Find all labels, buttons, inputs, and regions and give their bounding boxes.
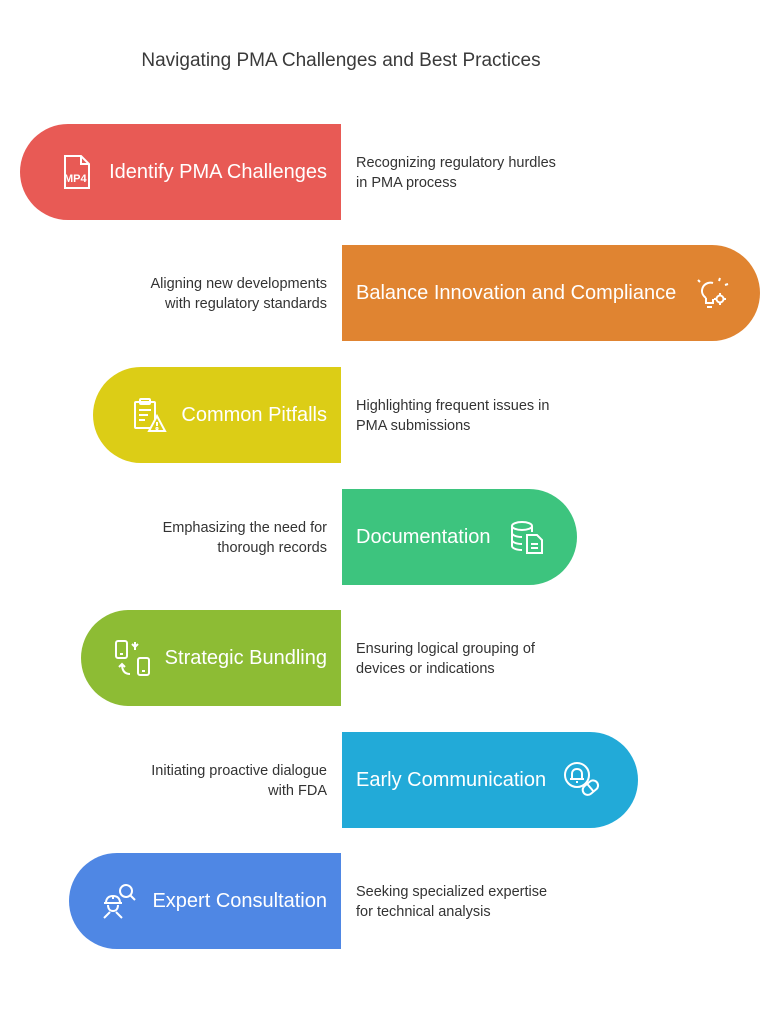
expert-search-icon — [100, 881, 140, 921]
step-pill: Early Communication — [342, 732, 638, 828]
lightbulb-gear-icon — [692, 273, 732, 313]
diagram-title: Navigating PMA Challenges and Best Pract… — [141, 50, 541, 71]
step-pill: MP4 Identify PMA Challenges — [20, 124, 341, 220]
step-identify-pma-challenges: MP4 Identify PMA Challenges Recognizing … — [0, 124, 762, 220]
step-pill: Common Pitfalls — [93, 367, 341, 463]
step-label: Balance Innovation and Compliance — [356, 281, 677, 304]
step-pill: Balance Innovation and Compliance — [342, 245, 760, 341]
database-document-icon — [507, 517, 547, 557]
step-expert-consultation: Expert Consultation Seeking specialized … — [0, 853, 762, 949]
step-label: Identify PMA Challenges — [109, 160, 327, 183]
svg-text:MP4: MP4 — [64, 173, 88, 185]
step-pill: Documentation — [342, 489, 577, 585]
device-exchange-icon — [113, 638, 153, 678]
step-label: Common Pitfalls — [181, 403, 327, 426]
clipboard-warning-icon — [129, 395, 169, 435]
step-strategic-bundling: Strategic Bundling Ensuring logical grou… — [0, 610, 762, 706]
step-label: Strategic Bundling — [164, 646, 327, 669]
step-pill: Strategic Bundling — [81, 610, 341, 706]
mp4-file-icon: MP4 — [57, 152, 97, 192]
step-label: Documentation — [356, 525, 491, 548]
step-label: Expert Consultation — [152, 889, 327, 912]
bell-pill-icon — [562, 760, 602, 800]
step-common-pitfalls: Common Pitfalls Highlighting frequent is… — [0, 367, 762, 463]
step-label: Early Communication — [356, 768, 547, 791]
step-pill: Expert Consultation — [69, 853, 341, 949]
